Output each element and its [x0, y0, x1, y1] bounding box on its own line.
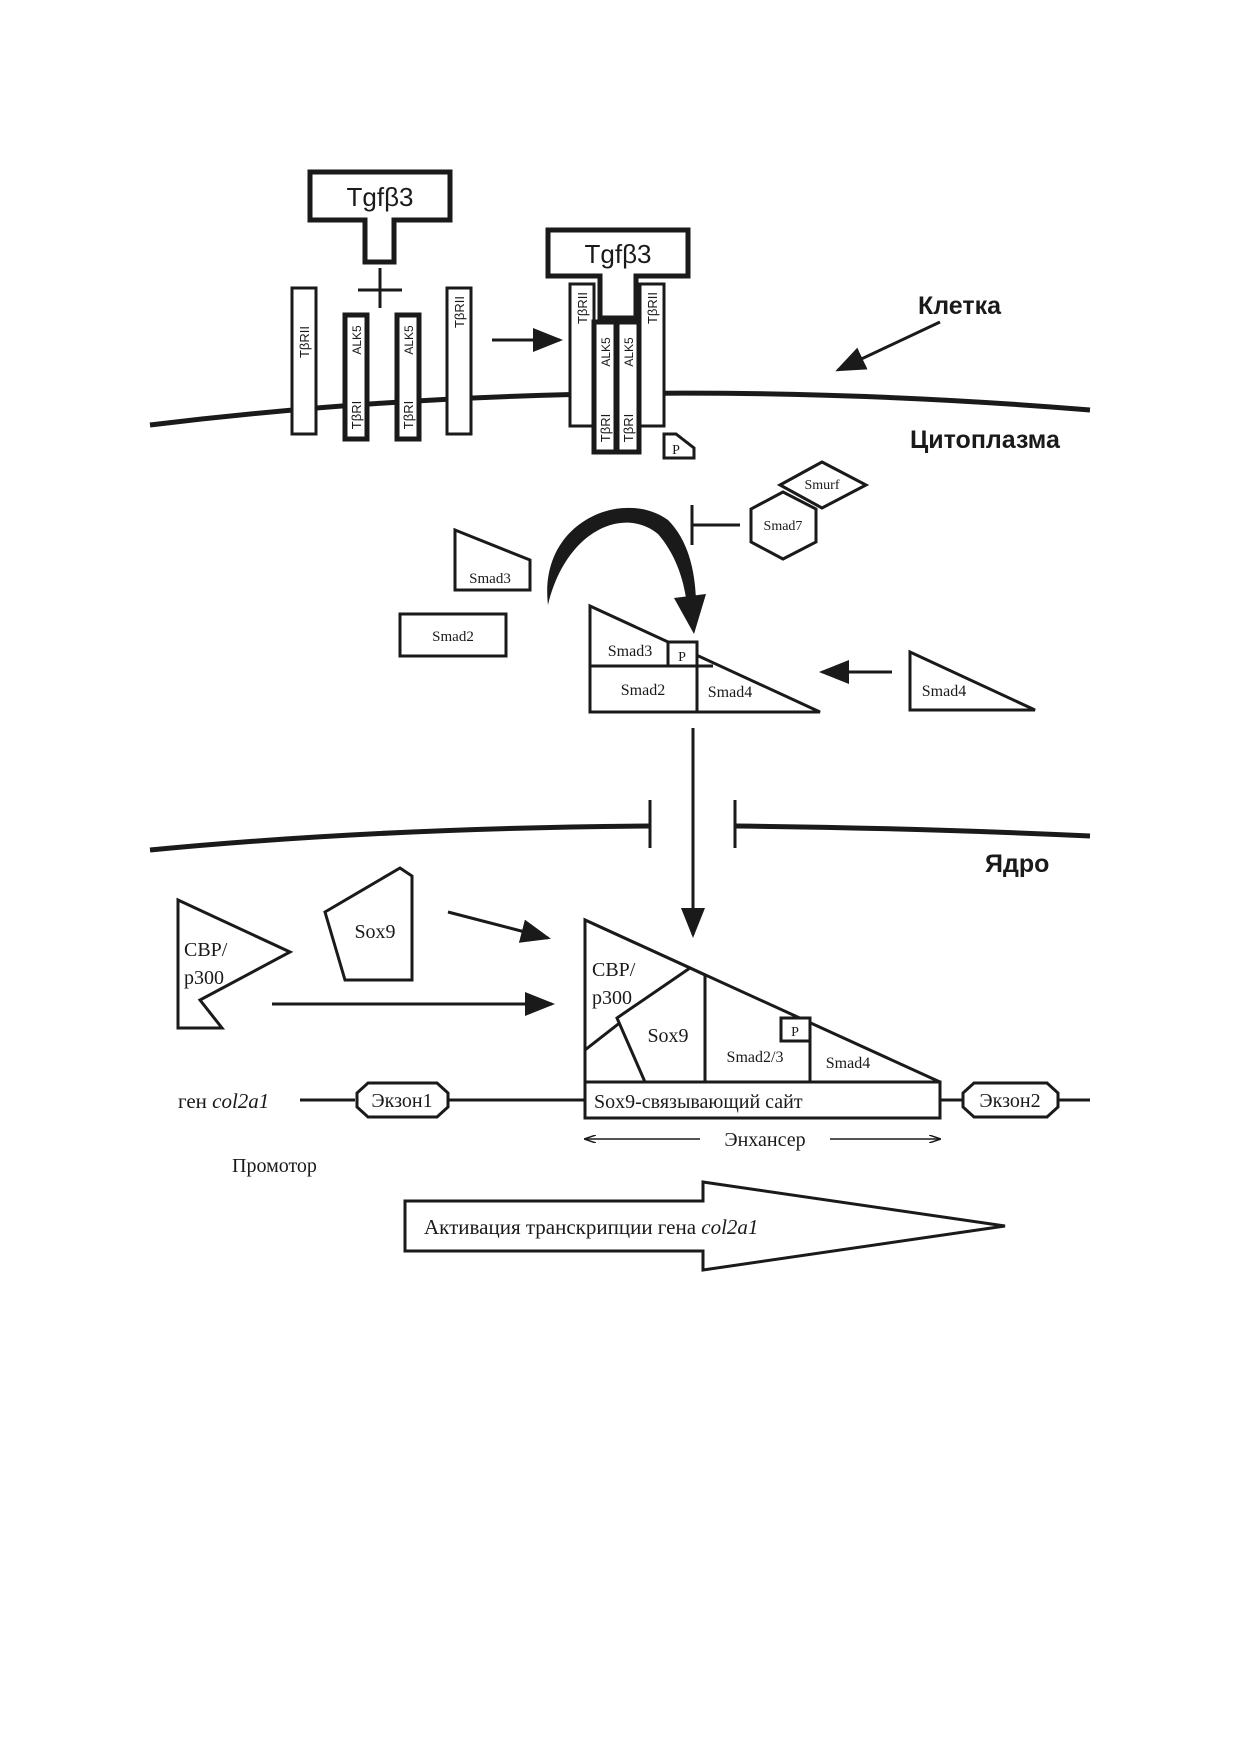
- nuclear-membrane-left: [149, 823, 651, 853]
- receptor-alk5-left-label: ALK5: [350, 325, 364, 355]
- phosphorylation-arrowhead: [674, 594, 706, 634]
- sox9-free-label: Sox9: [354, 921, 395, 943]
- activation-arrow: Активация транскрипции гена col2a1: [403, 1180, 1006, 1272]
- smad2-free-label: Smad2: [432, 629, 474, 645]
- receptor-alk5-middle: ALK5 TβRI: [394, 312, 422, 442]
- smad3-free: Smad3: [453, 527, 532, 592]
- smad4-free-label: Smad4: [922, 683, 966, 700]
- smad7-protein: Smad7: [749, 490, 818, 561]
- cbp-free-label-line1: CBP/: [184, 939, 228, 961]
- gene-label: ген col2a1: [178, 1089, 269, 1113]
- complex-smad3-label: Smad3: [608, 643, 652, 660]
- complex-smad4-label: Smad4: [708, 684, 752, 701]
- complex-tbri-right-label: TβRI: [621, 414, 636, 442]
- binding-site-label: Sox9-связывающий сайт: [594, 1091, 803, 1113]
- smad7-label: Smad7: [764, 519, 803, 534]
- smad-complex-cytoplasm: Smad3 P Smad2 Smad4: [588, 603, 821, 714]
- complex-alk5-right: ALK5 TβRI: [614, 319, 642, 455]
- complex-tbrii-right: TβRII: [638, 282, 666, 428]
- cytoplasm-label: Цитоплазма: [910, 426, 1061, 454]
- complex-phospho-smad3-label: P: [678, 650, 686, 665]
- cbp-free-label-line2: p300: [184, 967, 224, 989]
- smurf-label: Smurf: [805, 478, 840, 493]
- receptor-tbrii-left-label: TβRII: [297, 326, 312, 358]
- cbp-p300-free: CBP/ p300: [176, 897, 294, 1030]
- sox9-free: Sox9: [323, 866, 414, 982]
- smad3-free-label: Smad3: [469, 571, 511, 587]
- receptor-alk5-left: ALK5 TβRI: [342, 312, 370, 442]
- receptor-alk5-middle-label: ALK5: [402, 325, 416, 355]
- smad7-inhibition: [690, 505, 740, 545]
- sox9-recruit-arrow: [447, 910, 551, 943]
- cell-pointer-arrow: [835, 320, 941, 372]
- complex-smad4-nuclear-label: Smad4: [826, 1055, 870, 1072]
- exon2: Экзон2: [961, 1081, 1060, 1119]
- complex-cbp-label-line1: CBP/: [592, 959, 636, 981]
- plus-sign: [358, 268, 402, 308]
- complex-smad2-label: Smad2: [621, 682, 665, 699]
- complex-cbp-region: [583, 917, 693, 1082]
- receptor-tbrii-right: TβRII: [445, 286, 473, 436]
- receptor-tbrii-right-label: TβRII: [452, 296, 467, 328]
- activation-label: Активация транскрипции гена col2a1: [424, 1215, 758, 1239]
- smad4-free: Smad4: [908, 649, 1036, 712]
- exon1: Экзон1: [355, 1081, 450, 1119]
- exon2-label: Экзон2: [979, 1090, 1040, 1112]
- nuclear-membrane-right: [734, 823, 1091, 839]
- complex-tbrii-left-label: TβRII: [575, 292, 590, 324]
- exon1-label: Экзон1: [371, 1090, 432, 1112]
- receptor-tbri-left-label: TβRI: [349, 401, 364, 429]
- sox9-binding-site: Sox9-связывающий сайт: [583, 1080, 942, 1120]
- complex-tbrii-left: TβRII: [568, 282, 596, 428]
- complex-alk5-left: ALK5 TβRI: [591, 319, 619, 455]
- enhancer-label: Энхансер: [724, 1129, 805, 1151]
- complex-sox9-label: Sox9: [647, 1025, 688, 1047]
- ligand-bound: Tgfβ3: [545, 227, 691, 321]
- complex-tbrii-right-label: TβRII: [645, 292, 660, 324]
- promoter-label: Промотор: [232, 1155, 317, 1177]
- complex-cbp-label-line2: p300: [592, 987, 632, 1009]
- receptor-tbri-middle-label: TβRI: [401, 401, 416, 429]
- complex-alk5-left-label: ALK5: [599, 337, 613, 367]
- ligand-bound-label: Tgfβ3: [585, 239, 652, 269]
- complex-smad23-label: Smad2/3: [727, 1049, 784, 1066]
- nucleus-label: Ядро: [985, 850, 1049, 878]
- smad2-free: Smad2: [398, 612, 508, 658]
- phosphorylation-curve: [547, 507, 696, 605]
- receptor-tbrii-left: TβRII: [290, 286, 318, 436]
- ligand-free: Tgfβ3: [307, 169, 453, 265]
- smurf-protein: Smurf: [776, 460, 870, 510]
- complex-phospho-smad23-label: P: [791, 1025, 799, 1040]
- cell-label: Клетка: [918, 292, 1002, 320]
- complex-alk5-right-label: ALK5: [622, 337, 636, 367]
- complex-phospho-label: P: [672, 443, 680, 458]
- complex-tbri-left-label: TβRI: [598, 414, 613, 442]
- complex-phospho-tag: P: [662, 432, 696, 460]
- ligand-free-label: Tgfβ3: [347, 182, 414, 212]
- transcription-complex: CBP/ p300 Sox9 Smad2/3 P Smad4: [583, 917, 941, 1084]
